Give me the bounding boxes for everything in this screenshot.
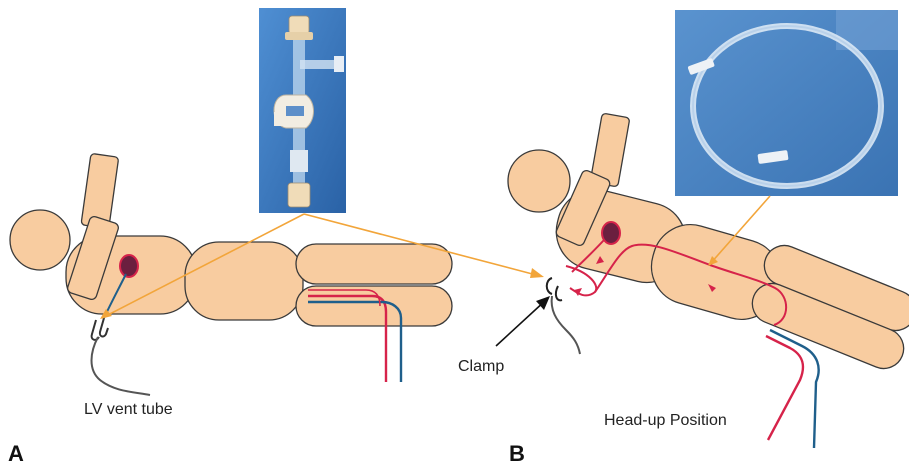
y-connector-photo <box>259 8 346 213</box>
lv-vent-tube-label: LV vent tube <box>84 401 173 419</box>
panel-label-b: B <box>509 441 525 467</box>
clamp-label: Clamp <box>458 358 504 376</box>
extension-tubing-photo <box>675 10 898 196</box>
heart-marker <box>120 255 138 277</box>
patient-figure-supine <box>10 153 452 326</box>
clamp-icon <box>547 278 552 294</box>
arterial-cannula <box>766 336 803 440</box>
clamp-pointer-arrow <box>496 296 550 346</box>
panel-label-a: A <box>8 441 24 467</box>
lv-vent-tube-lead <box>92 337 151 395</box>
head-up-position-label: Head-up Position <box>604 412 727 430</box>
